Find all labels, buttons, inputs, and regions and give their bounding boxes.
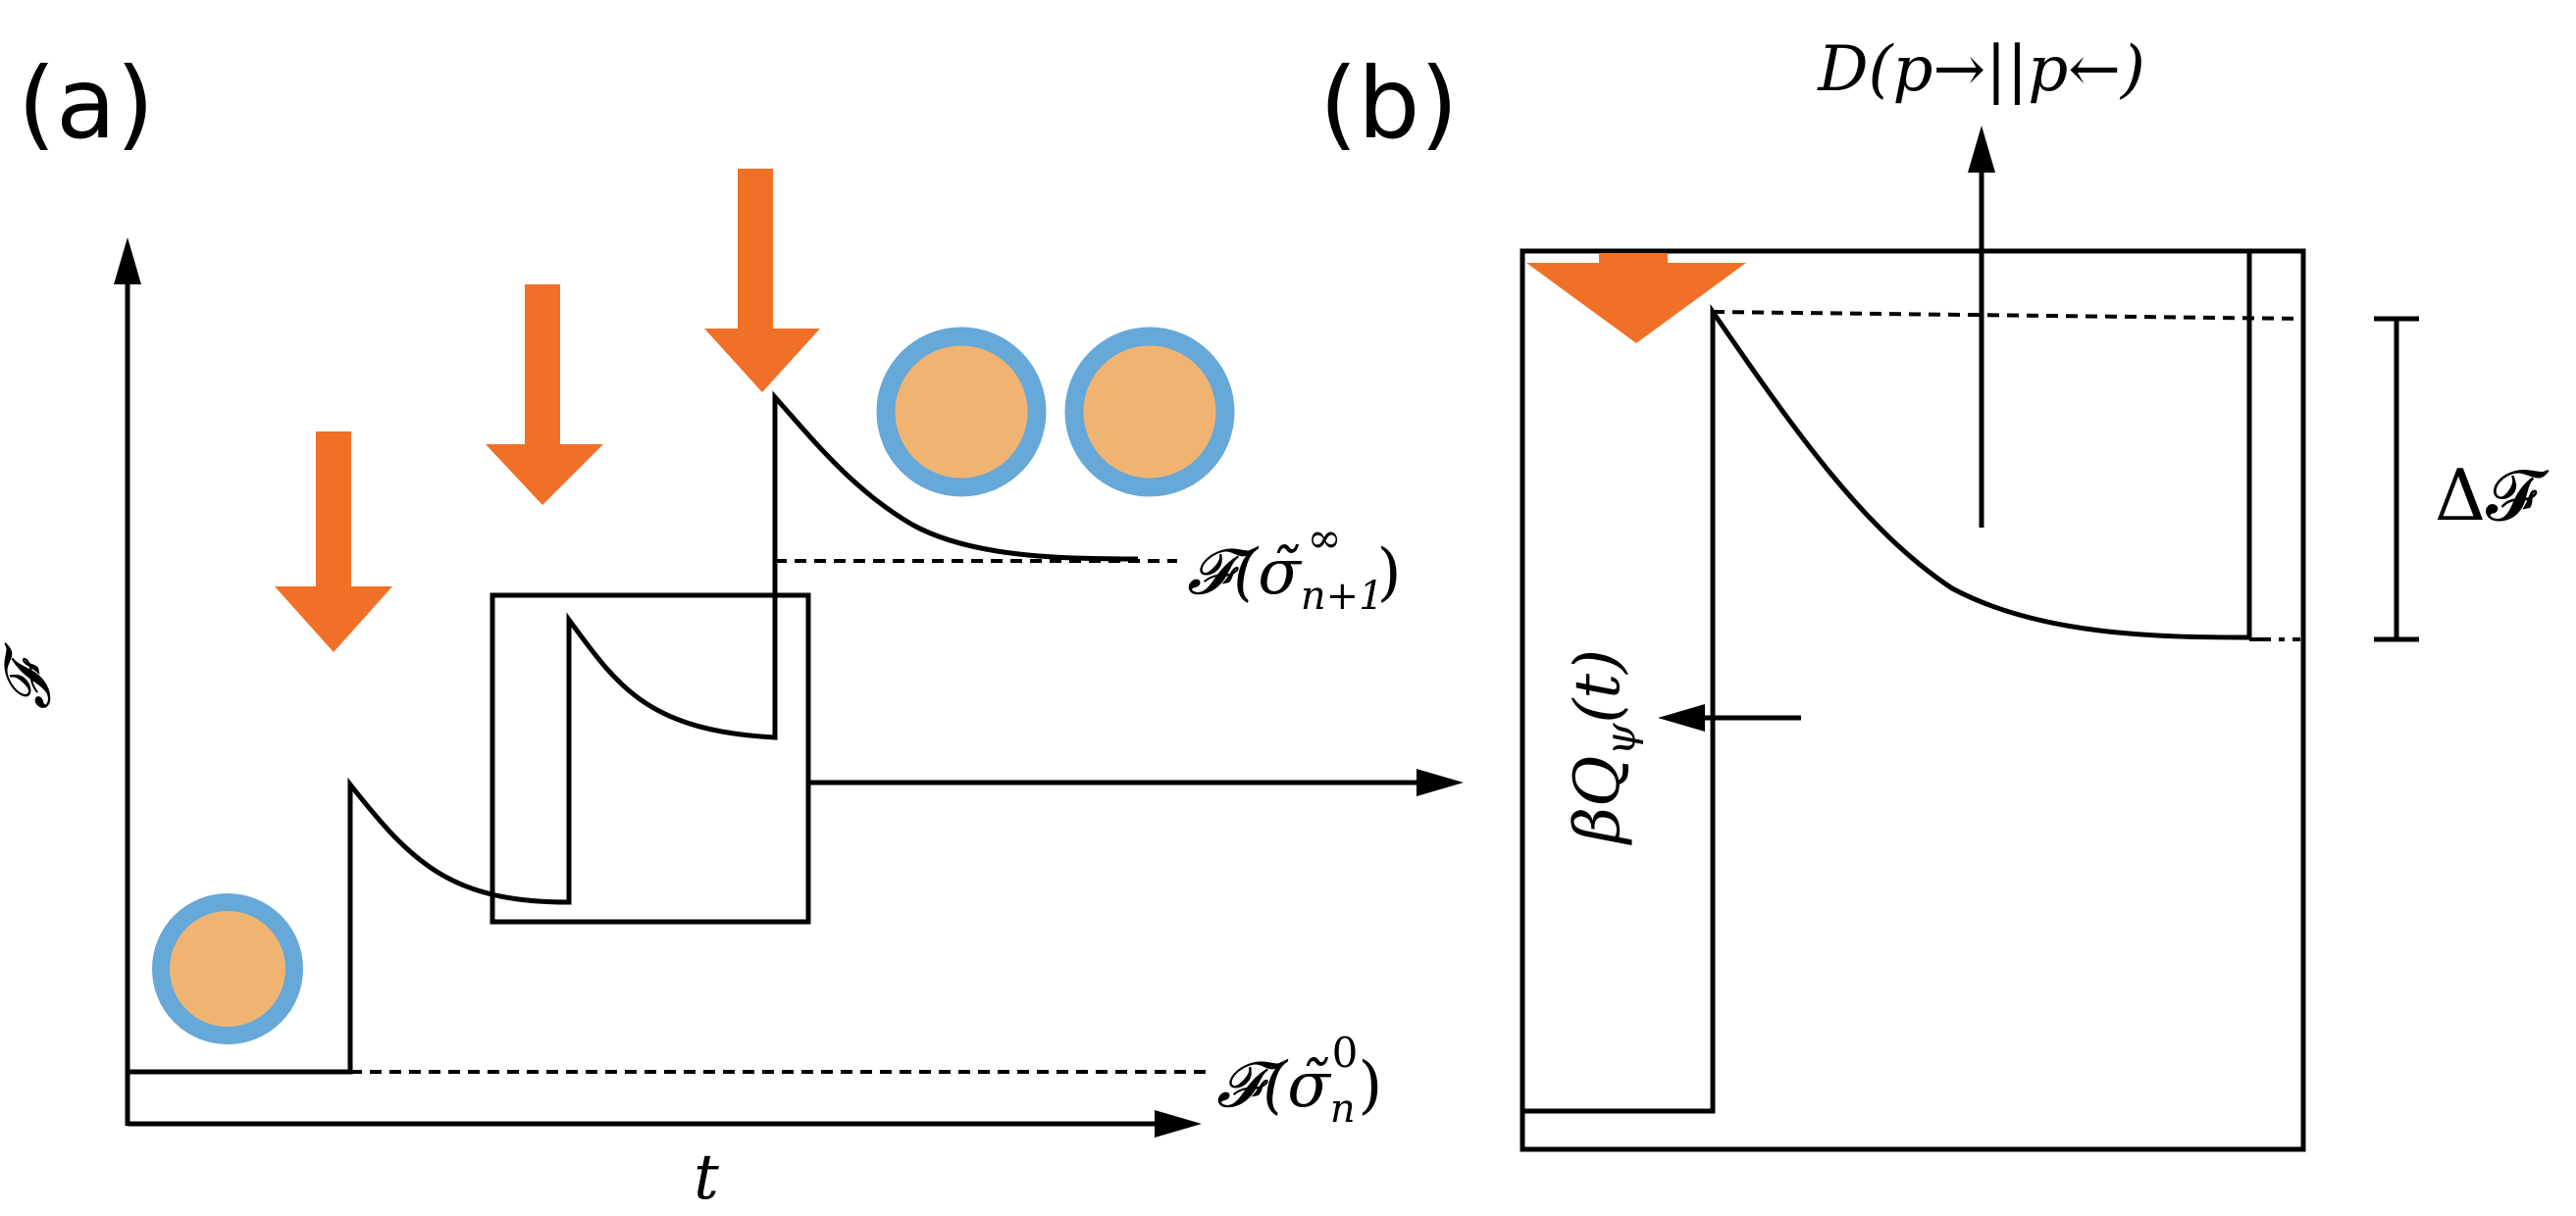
quench-arrow-2 — [486, 284, 603, 505]
heat-arrowhead — [1658, 704, 1705, 732]
particle-pair-right — [1074, 336, 1225, 487]
x-axis-arrowhead — [1155, 1110, 1202, 1138]
dashed-level-top — [1712, 310, 2301, 321]
label-f-sigma-np1-inf: 𝓕(σ̃n+1∞) — [1187, 514, 1402, 619]
label-f-sigma-n0: 𝓕(σ̃n0) — [1216, 1029, 1382, 1132]
particle-pair-right-ring — [1064, 327, 1235, 497]
zoom-arrowhead — [1417, 769, 1464, 796]
zoom-box — [489, 592, 811, 925]
panel-b-tag: (b) — [1319, 46, 1459, 161]
free-energy-curve — [128, 390, 1139, 1075]
y-axis-label: 𝓕 — [0, 642, 65, 710]
label-heat: βQψ(t) — [1562, 649, 1644, 845]
quench-arrow-1 — [275, 431, 392, 652]
quench-arrow-zoomed — [1526, 253, 1746, 343]
particle-pair-left-ring — [876, 327, 1047, 497]
quench-arrow-3 — [704, 169, 820, 392]
x-axis-label: t — [694, 1141, 719, 1214]
panel-a-tag: (a) — [18, 46, 154, 161]
particle-pair-left — [886, 336, 1037, 487]
zoom-panel-frame — [1520, 248, 2306, 1152]
y-axis-arrowhead — [114, 237, 141, 284]
zoomed-free-energy-curve — [1522, 303, 2250, 1114]
label-delta-f: Δ𝓕 — [2435, 454, 2550, 536]
divergence-arrowhead — [1968, 126, 1995, 173]
particle-single — [161, 902, 294, 1036]
particle-single-ring — [152, 893, 303, 1044]
label-divergence: D(p→||p←) — [1817, 33, 2145, 106]
